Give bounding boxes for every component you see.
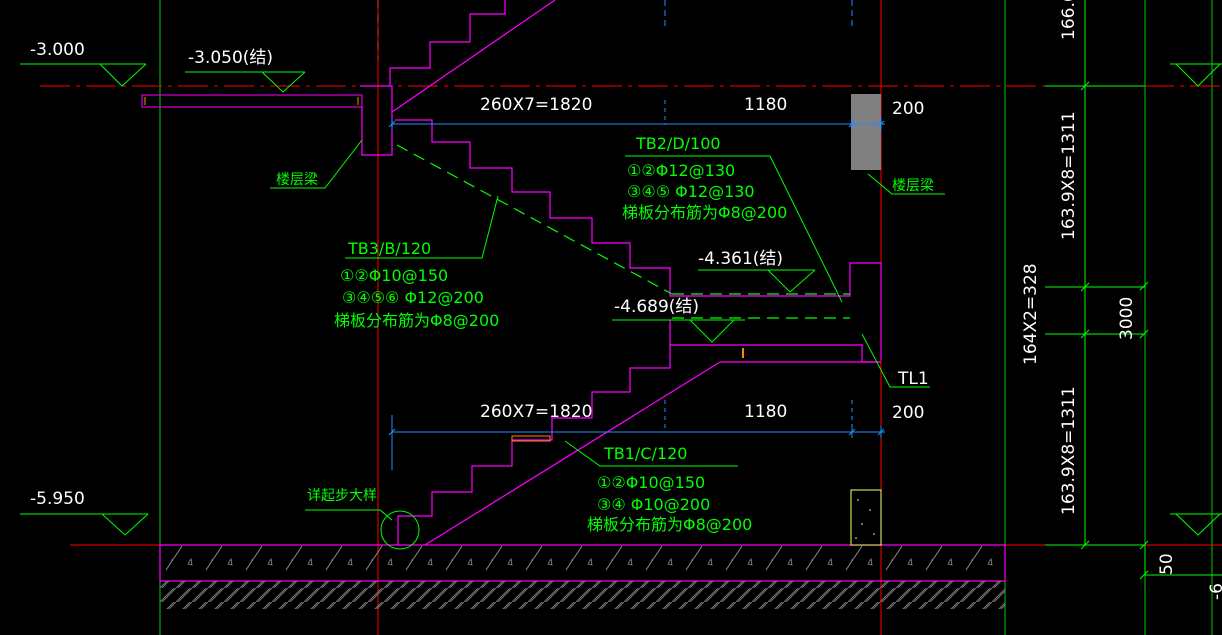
level-bottom-left: -5.950	[30, 489, 85, 509]
tb2-line2: ③④⑤ Φ12@130	[627, 182, 755, 201]
tb1-line2: ③④ Φ10@200	[597, 495, 710, 514]
dim-right-lower: 163.9X8=1311	[1059, 386, 1079, 515]
tb3-name: TB3/B/120	[347, 239, 431, 258]
level-landing-upper: -4.361(结)	[698, 249, 783, 269]
dim-right-edge: -6	[1207, 583, 1222, 600]
tb3-line2: ③④⑤⑥ Φ12@200	[342, 288, 484, 307]
level-top-left: -3.000	[30, 40, 85, 60]
level-marker-landing-lower	[612, 319, 745, 343]
dim-right-middle: 164X2=328	[1021, 263, 1041, 365]
dim-right-top: 166.6	[1059, 0, 1079, 40]
lower-flight-steps	[397, 345, 671, 545]
ground-slab	[159, 544, 1006, 609]
level-marker-top-struct	[185, 71, 306, 93]
level-marker-right-bottom	[1170, 513, 1222, 536]
dimension-line-upper	[388, 118, 885, 130]
floor-beam-right-label: 楼层梁	[892, 178, 934, 194]
tb2-line3: 梯板分布筋为Φ8@200	[622, 203, 787, 222]
dim-right-upper: 163.9X8=1311	[1059, 111, 1079, 240]
step-nosing-marker	[511, 435, 551, 442]
middle-flight-steps	[395, 119, 882, 360]
level-marker-landing-upper	[698, 269, 816, 293]
detail-note-label: 详起步大样	[307, 488, 377, 504]
level-marker-top-left	[20, 63, 147, 87]
dim-lower-landing: 1180	[744, 402, 787, 422]
upper-flight-soffit	[391, 0, 556, 113]
tb1-line3: 梯板分布筋为Φ8@200	[587, 515, 752, 534]
tb3-line3: 梯板分布筋为Φ8@200	[334, 311, 499, 330]
tb1-line1: ①②Φ10@150	[597, 473, 705, 492]
top-floor-slab	[141, 94, 363, 108]
dim-lower-run: 260X7=1820	[480, 402, 592, 422]
lower-flight-soffit	[424, 361, 721, 546]
tb2-line1: ①②Φ12@130	[627, 161, 735, 180]
leader-tb2	[625, 155, 843, 303]
level-landing-lower: -4.689(结)	[614, 297, 699, 317]
dim-right-bottom: 50	[1157, 553, 1177, 575]
leader-tl1	[861, 333, 930, 388]
dim-upper-run: 260X7=1820	[480, 95, 592, 115]
leader-floor-beam-right	[867, 173, 945, 195]
upper-flight-steps	[389, 0, 506, 86]
leader-detail	[305, 509, 393, 521]
level-top-struct: -3.050(结)	[188, 48, 273, 68]
leader-lines	[270, 139, 945, 550]
floor-beam-right	[851, 94, 881, 170]
landing-beam-label: TL1	[897, 369, 929, 389]
wall-column-bottom	[850, 489, 882, 546]
dim-upper-wall: 200	[892, 99, 924, 119]
leader-floor-beam-left	[270, 139, 363, 189]
floor-beam-left	[360, 85, 393, 156]
dim-lower-wall: 200	[892, 403, 924, 423]
middle-flight-underside	[669, 320, 881, 363]
tb2-name: TB2/D/100	[635, 134, 721, 153]
column-speckle	[855, 499, 875, 539]
level-marker-bottom-left	[20, 513, 149, 536]
floor-beam-left-label: 楼层梁	[276, 172, 318, 188]
leader-tb3	[345, 195, 499, 259]
dimension-line-right	[1045, 0, 1222, 580]
level-marker-right-top	[1170, 63, 1222, 87]
dim-right-total: 3000	[1117, 297, 1137, 340]
tb1-name: TB1/C/120	[603, 444, 687, 463]
dim-upper-landing: 1180	[744, 95, 787, 115]
middle-flight-hidden-soffit	[396, 144, 673, 295]
leader-tb1	[564, 440, 738, 467]
tb3-line1: ①②Φ10@150	[340, 266, 448, 285]
detail-circle	[380, 510, 420, 550]
dimension-line-lower	[388, 415, 885, 470]
